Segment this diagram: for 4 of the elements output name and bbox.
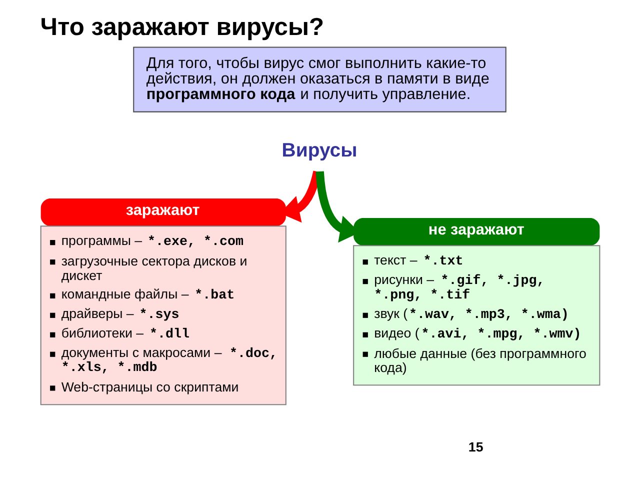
node-box: Для того, чтобы вирус смог выполнить какие-то действия, он должен оказаться в памяти в виде программного кода и получить управление. xyxy=(133,46,506,112)
node-text: Вирусы xyxy=(282,140,358,162)
label: 15 xyxy=(468,440,484,455)
diagram-title: Что заражают вирусы? xyxy=(40,14,324,42)
